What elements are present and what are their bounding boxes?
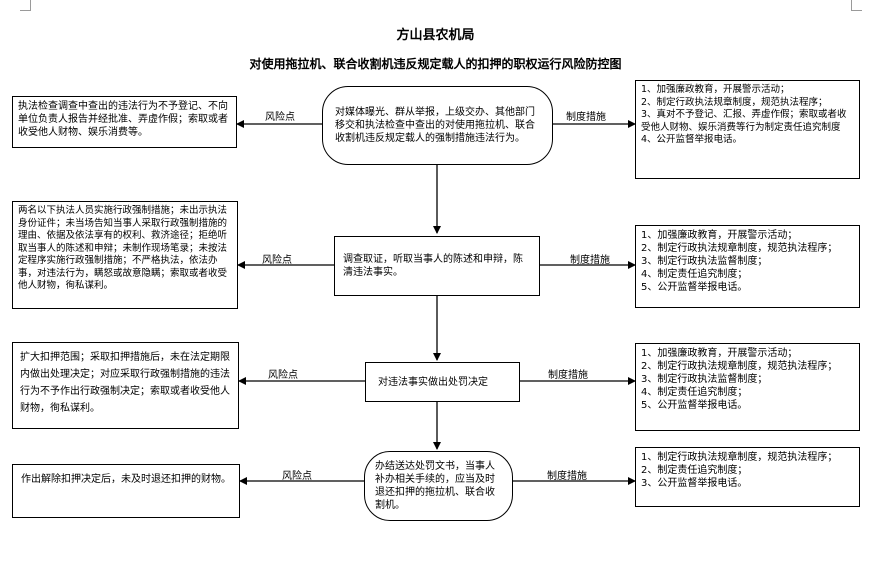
- risk-label-3: 风险点: [268, 370, 298, 381]
- risk-box-4: 作出解除扣押决定后，未及时退还扣押的财物。: [12, 464, 240, 518]
- process-box-1: 对媒体曝光、群从举报，上级交办、其他部门移交和执法检查中查出的对使用拖拉机、联合…: [322, 86, 553, 165]
- process-box-2: 调查取证，听取当事人的陈述和申辩，陈清违法事实。: [334, 236, 540, 296]
- risk-box-3: 扩大扣押范围；采取扣押措施后，未在法定期限内做出处理决定；对应采取行政强制措施的…: [12, 342, 239, 429]
- measure-label-4: 制度措施: [547, 471, 587, 482]
- measure-box-2: 1、加强廉政教育，开展警示活动； 2、制定行政执法规章制度，规范执法程序； 3、…: [635, 225, 860, 308]
- risk-box-1: 执法检查调查中查出的违法行为不予登记、不向单位负责人报告并经批准、弄虚作假；索取…: [12, 96, 237, 148]
- crop-mark-top-left: [20, 0, 31, 11]
- measure-label-3: 制度措施: [548, 370, 588, 381]
- risk-label-4: 风险点: [282, 471, 312, 482]
- crop-mark-top-right: [851, 0, 862, 11]
- org-title: 方山县农机局: [396, 28, 475, 43]
- risk-label-2: 风险点: [262, 255, 292, 266]
- measure-label-1: 制度措施: [566, 112, 606, 123]
- measure-box-4: 1、制定行政执法规章制度，规范执法程序； 2、制定责任追究制度； 3、公开监督举…: [635, 447, 860, 507]
- risk-label-1: 风险点: [265, 112, 295, 123]
- risk-box-2: 两名以下执法人员实施行政强制措施；未出示执法身份证件；未当场告知当事人采取行政强…: [12, 201, 238, 309]
- measure-box-1: 1、加强廉政教育，开展警示活动； 2、制定行政执法规章制度，规范执法程序； 3、…: [635, 80, 860, 179]
- measure-label-2: 制度措施: [570, 255, 610, 266]
- process-box-3: 对违法事实做出处罚决定: [365, 362, 520, 402]
- process-box-4: 办结送达处罚文书，当事人补办相关手续的，应当及时退还扣押的拖拉机、联合收割机。: [364, 451, 513, 521]
- measure-box-3: 1、加强廉政教育，开展警示活动； 2、制定行政执法规章制度，规范执法程序； 3、…: [635, 343, 860, 431]
- chart-title: 对使用拖拉机、联合收割机违反规定载人的扣押的职权运行风险防控图: [249, 57, 622, 71]
